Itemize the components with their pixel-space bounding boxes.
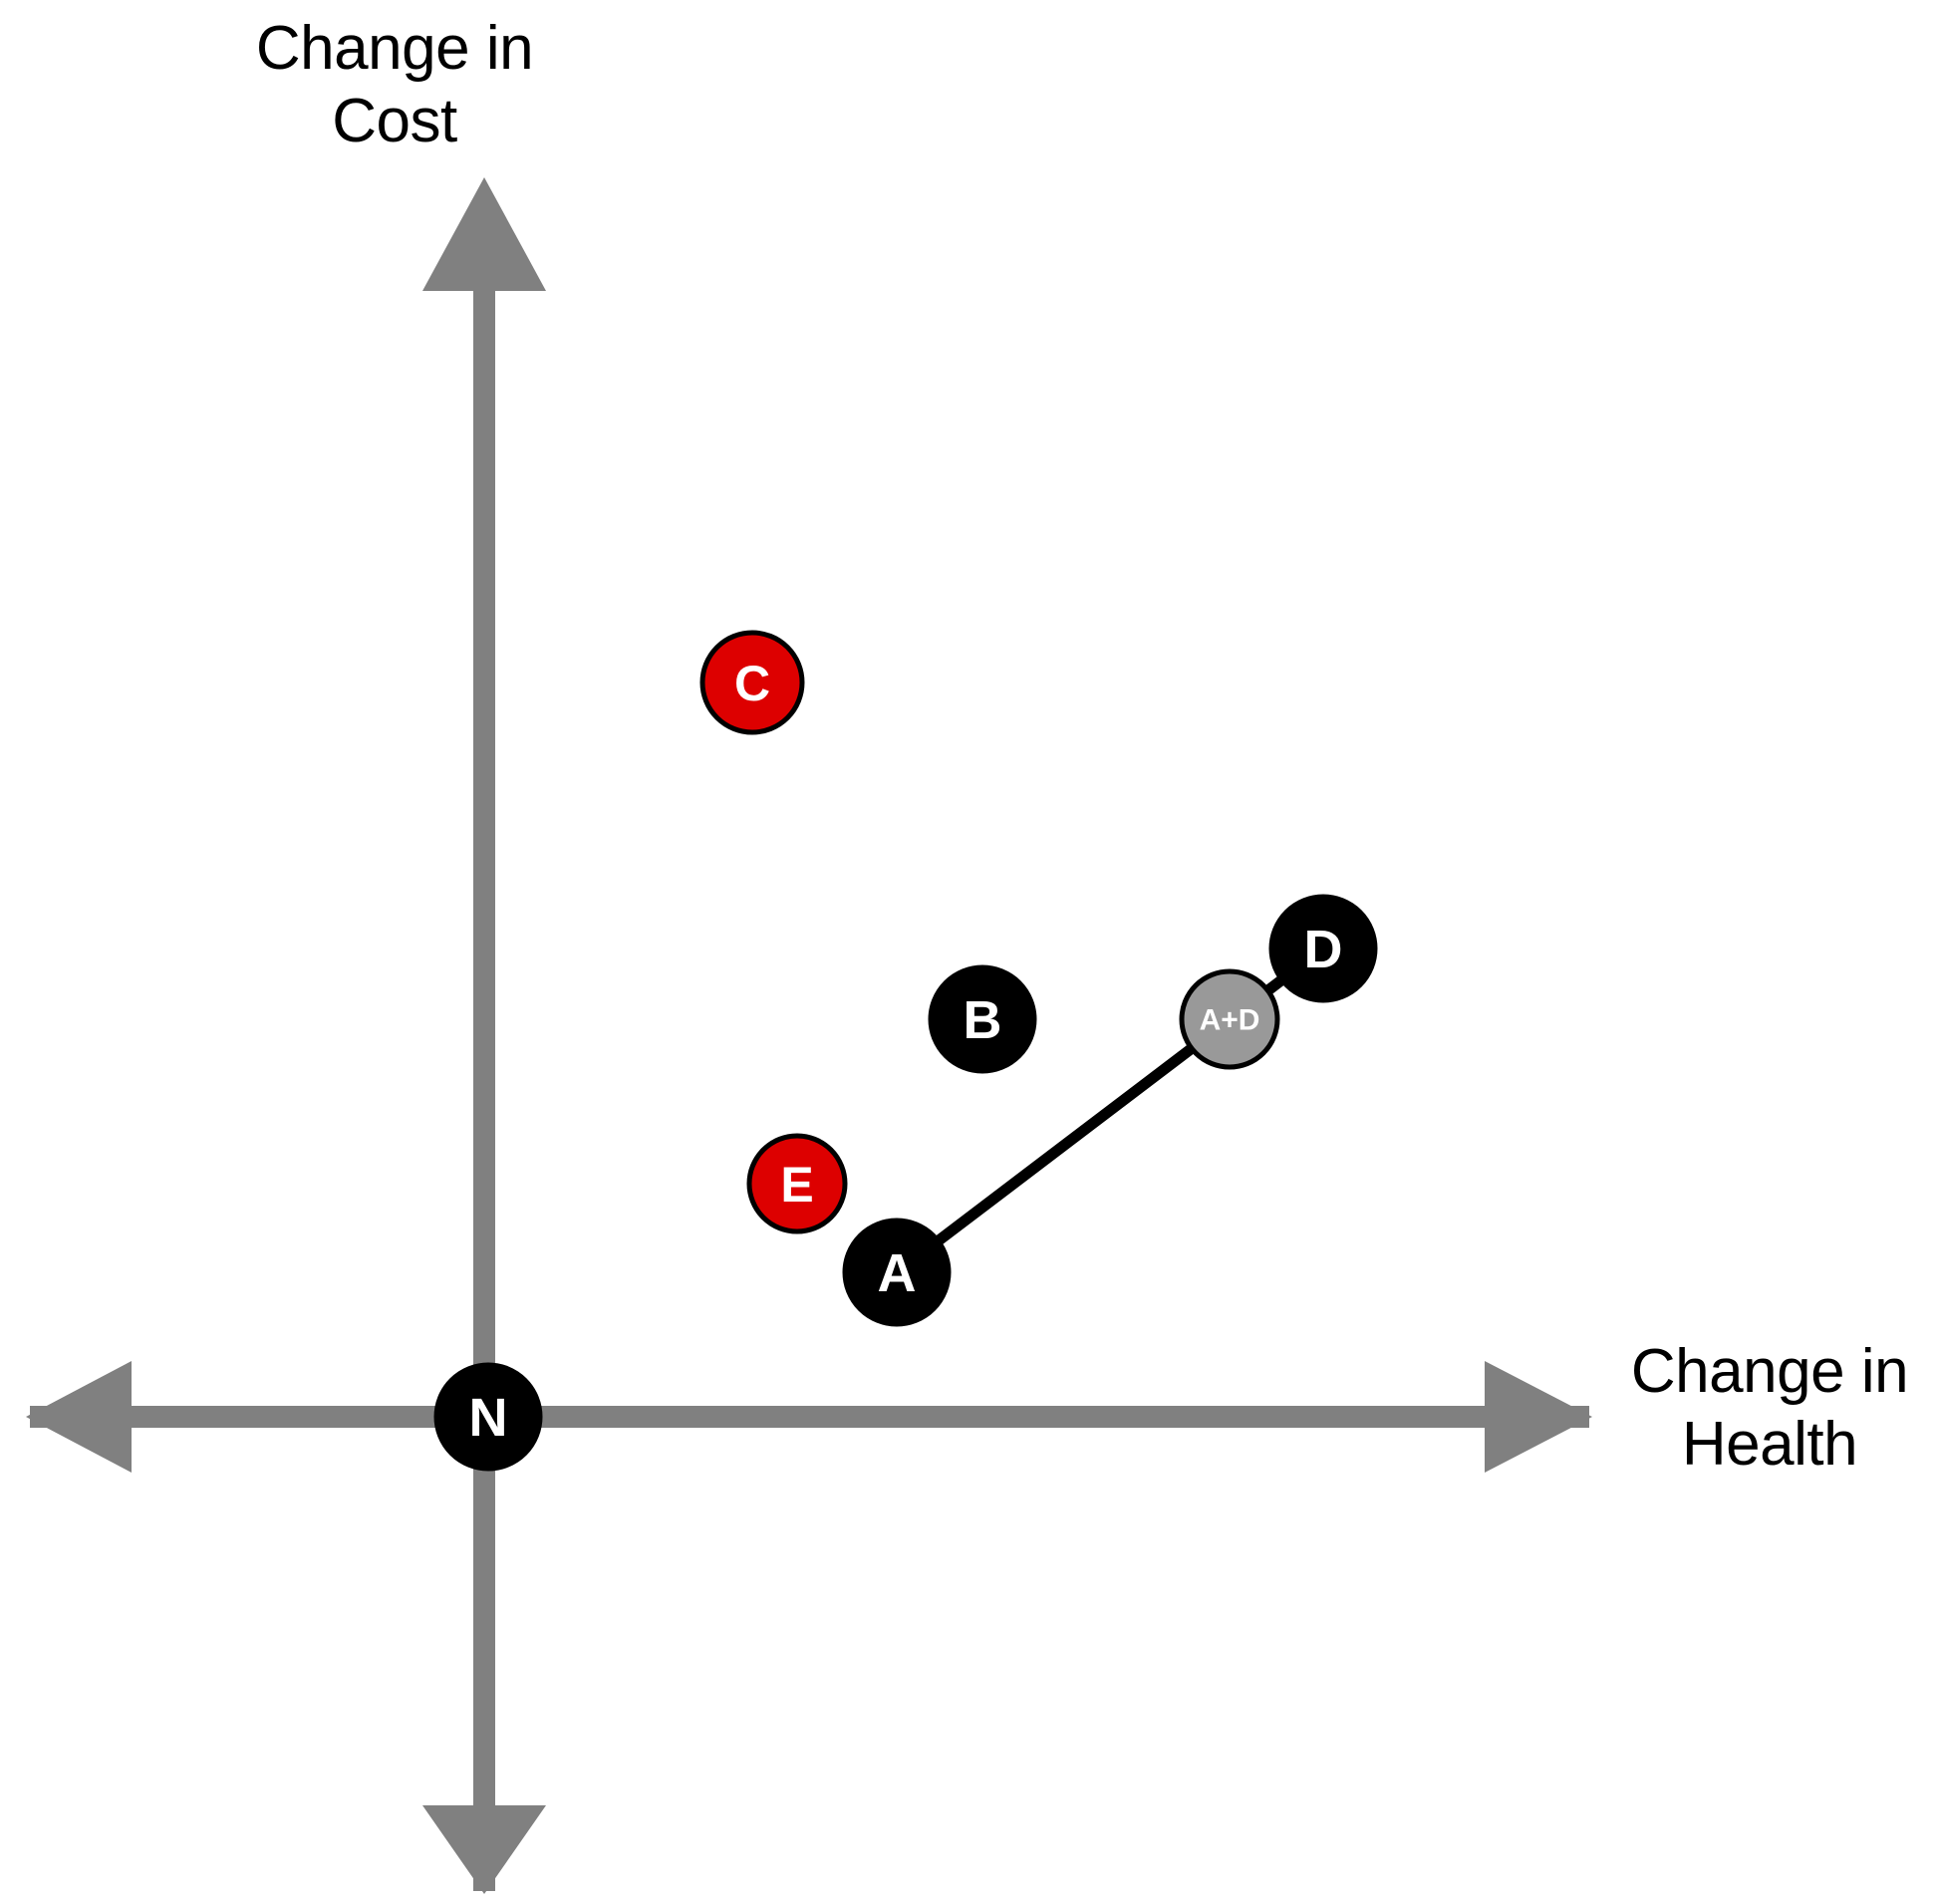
y-axis-up-arrow [422, 177, 546, 291]
point-e-label: E [780, 1157, 813, 1213]
point-c-label: C [734, 656, 770, 711]
point-d-label: D [1304, 920, 1343, 979]
point-a[interactable]: A [842, 1218, 952, 1327]
y-axis-label: Change in Cost [255, 14, 534, 156]
point-b-label: B [964, 990, 1002, 1050]
point-a-plus-d[interactable]: A+D [1179, 968, 1280, 1070]
point-a-plus-d-label: A+D [1200, 1004, 1260, 1037]
x-axis-right-arrow [1485, 1361, 1592, 1473]
point-d-marker[interactable] [1268, 894, 1378, 1003]
point-c-marker[interactable] [699, 630, 805, 735]
point-e[interactable]: E [746, 1133, 848, 1234]
point-n-label: N [469, 1388, 508, 1448]
point-b-marker[interactable] [928, 964, 1037, 1074]
point-n[interactable]: N [433, 1362, 543, 1472]
x-axis-shaft [30, 1406, 1589, 1428]
y-axis-down-arrow [422, 1805, 546, 1894]
point-a-label: A [878, 1243, 917, 1303]
point-n-marker[interactable] [433, 1362, 543, 1472]
x-axis-label: Change in Health [1630, 1337, 1909, 1480]
x-axis-left-arrow [26, 1361, 132, 1473]
point-d[interactable]: D [1268, 894, 1378, 1003]
points-layer: N C B D A+D E A [433, 630, 1378, 1472]
point-a-marker[interactable] [842, 1218, 952, 1327]
point-b[interactable]: B [928, 964, 1037, 1074]
point-e-marker[interactable] [746, 1133, 848, 1234]
y-axis-shaft [473, 204, 495, 1891]
axis-group [26, 177, 1592, 1894]
point-a-plus-d-marker[interactable] [1179, 968, 1280, 1070]
point-c[interactable]: C [699, 630, 805, 735]
